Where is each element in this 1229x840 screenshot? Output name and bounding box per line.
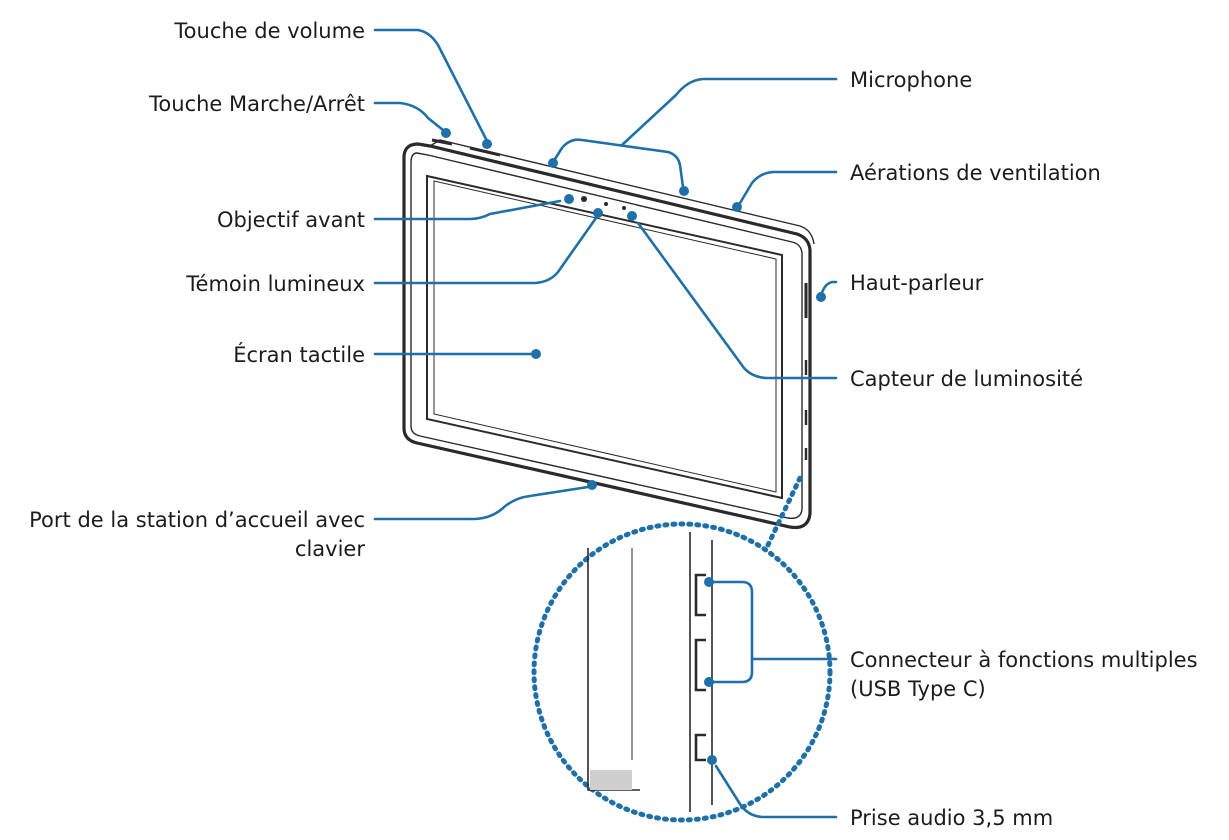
label-dock-port-line2: clavier bbox=[295, 537, 365, 561]
tablet-illustration bbox=[402, 138, 815, 530]
zoom-circle bbox=[531, 521, 833, 823]
label-multipurpose-line2: (USB Type C) bbox=[850, 677, 986, 701]
touchscreen-inner-edge bbox=[433, 180, 777, 493]
audio-jack-port bbox=[694, 733, 706, 762]
label-microphone: Microphone bbox=[850, 68, 972, 92]
leader-audio-jack bbox=[714, 764, 838, 819]
dot-touchscreen bbox=[531, 349, 541, 359]
dot-microphone-right bbox=[679, 186, 689, 196]
zoom-detail bbox=[531, 475, 833, 823]
leader-light-sensor bbox=[636, 221, 838, 380]
label-volume-key: Touche de volume bbox=[173, 19, 365, 43]
dot-indicator-light bbox=[593, 208, 603, 218]
usb-c-port-lower bbox=[694, 638, 706, 692]
label-vents: Aérations de ventilation bbox=[850, 161, 1101, 185]
leader-volume-key bbox=[373, 28, 489, 143]
leader-microphone-fork bbox=[551, 138, 685, 189]
label-light-sensor: Capteur de luminosité bbox=[850, 367, 1083, 391]
zoom-bezel-fill bbox=[590, 770, 632, 790]
label-audio-jack: Prise audio 3,5 mm bbox=[850, 806, 1053, 830]
leader-indicator-light bbox=[373, 216, 598, 285]
dot-usb-c-lower bbox=[704, 677, 714, 687]
tablet-outer-frame bbox=[402, 142, 812, 530]
label-multipurpose-line1: Connecteur à fonctions multiples bbox=[850, 648, 1198, 672]
label-speaker: Haut-parleur bbox=[850, 271, 984, 295]
front-camera-lens bbox=[581, 196, 587, 202]
volume-key-shape bbox=[469, 146, 501, 157]
tablet-top-edge bbox=[429, 139, 815, 245]
dot-power-key bbox=[441, 128, 451, 138]
power-key-shape bbox=[431, 138, 453, 146]
dot-vents bbox=[732, 202, 742, 212]
label-indicator-light: Témoin lumineux bbox=[185, 272, 365, 296]
label-touchscreen: Écran tactile bbox=[233, 342, 365, 367]
leader-dock-port bbox=[373, 485, 590, 521]
zoom-connector bbox=[765, 475, 803, 548]
leader-front-camera bbox=[373, 199, 562, 221]
label-front-camera: Objectif avant bbox=[217, 208, 365, 232]
leader-usb-c-bracket bbox=[710, 580, 754, 684]
leader-power-key bbox=[373, 101, 445, 132]
dot-microphone-left bbox=[548, 158, 558, 168]
dot-dock-port bbox=[587, 480, 597, 490]
labels: Touche de volume Touche Marche/Arrêt Obj… bbox=[29, 19, 1197, 830]
dot-speaker bbox=[816, 292, 826, 302]
touchscreen-area bbox=[426, 174, 783, 500]
indicator-light-dot bbox=[604, 202, 608, 206]
tablet-bezel-line bbox=[410, 152, 803, 519]
light-sensor-dot bbox=[622, 206, 626, 210]
dot-light-sensor bbox=[627, 211, 637, 221]
dot-front-camera bbox=[564, 194, 574, 204]
leader-microphone bbox=[620, 77, 838, 147]
label-dock-port-line1: Port de la station d’accueil avec bbox=[29, 508, 365, 532]
dot-volume-key bbox=[482, 139, 492, 149]
leader-vents bbox=[738, 170, 838, 205]
usb-c-port-upper bbox=[694, 573, 706, 617]
dot-usb-c-upper bbox=[704, 577, 714, 587]
dot-audio-jack bbox=[707, 755, 717, 765]
label-power-key: Touche Marche/Arrêt bbox=[148, 92, 365, 116]
leaders bbox=[373, 28, 838, 819]
